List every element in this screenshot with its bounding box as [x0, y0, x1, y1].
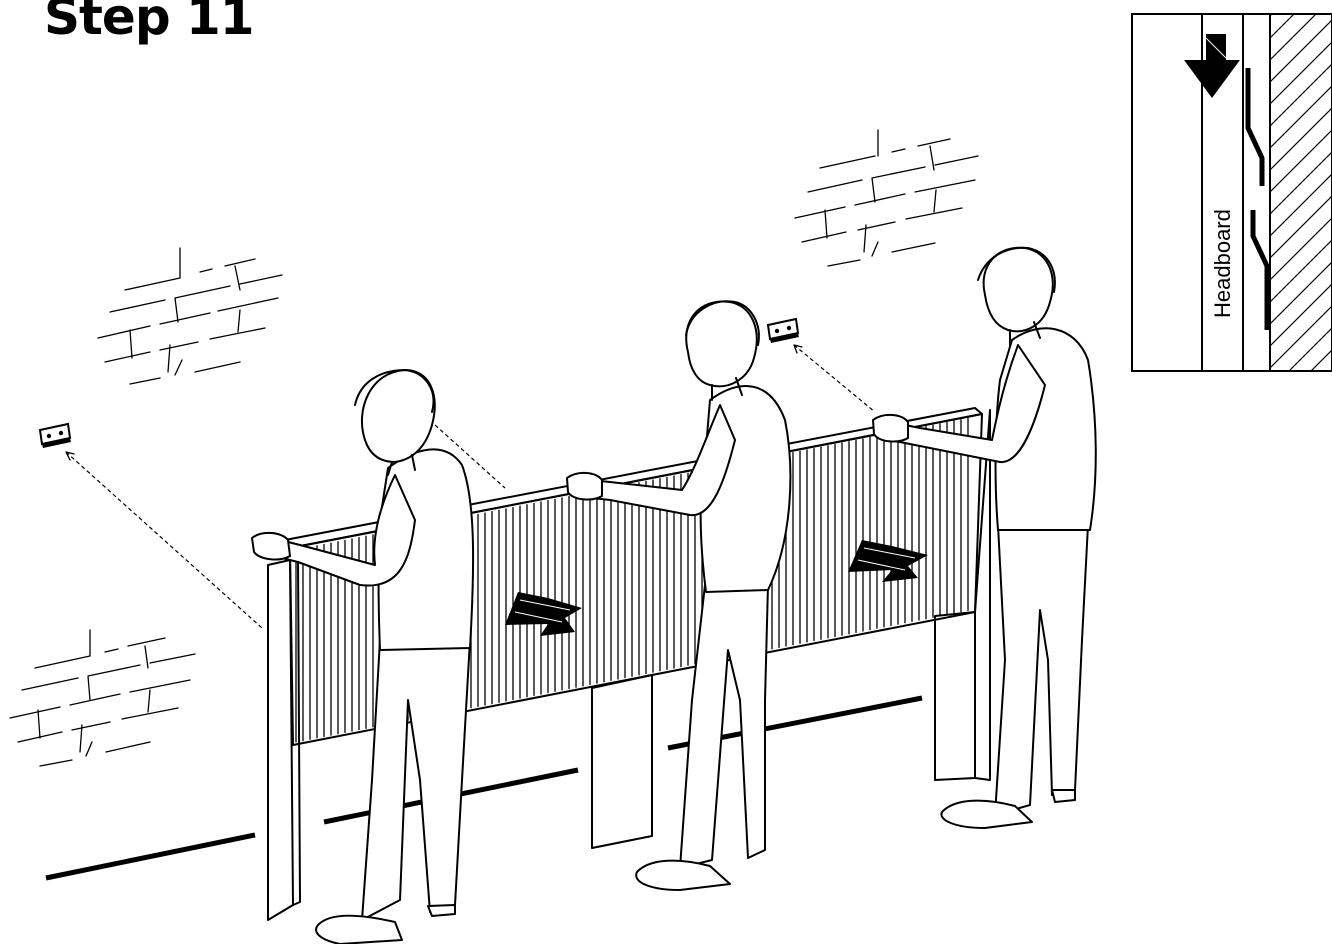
inset-headboard-label: Headboard: [1210, 209, 1235, 318]
hatch-line: [1270, 416, 1332, 478]
person-left: [252, 370, 473, 944]
hatch-line: [1270, 394, 1332, 456]
brick-wall-sketch-left-lower: [10, 630, 195, 766]
push-arrow-icon: [505, 592, 582, 636]
person-middle: [567, 301, 790, 890]
brick-wall-sketch-left-upper: [98, 248, 282, 384]
floor-line: [46, 698, 922, 878]
person-right: [873, 248, 1096, 828]
hatch-line: [1270, 372, 1332, 434]
brick-wall-sketch-right: [795, 130, 978, 266]
wall-bracket-icon: [768, 319, 799, 343]
wall-bracket-icon: [40, 424, 71, 448]
push-arrow-icon: [848, 540, 928, 582]
inset-detail-box: Headboard: [1132, 0, 1332, 478]
